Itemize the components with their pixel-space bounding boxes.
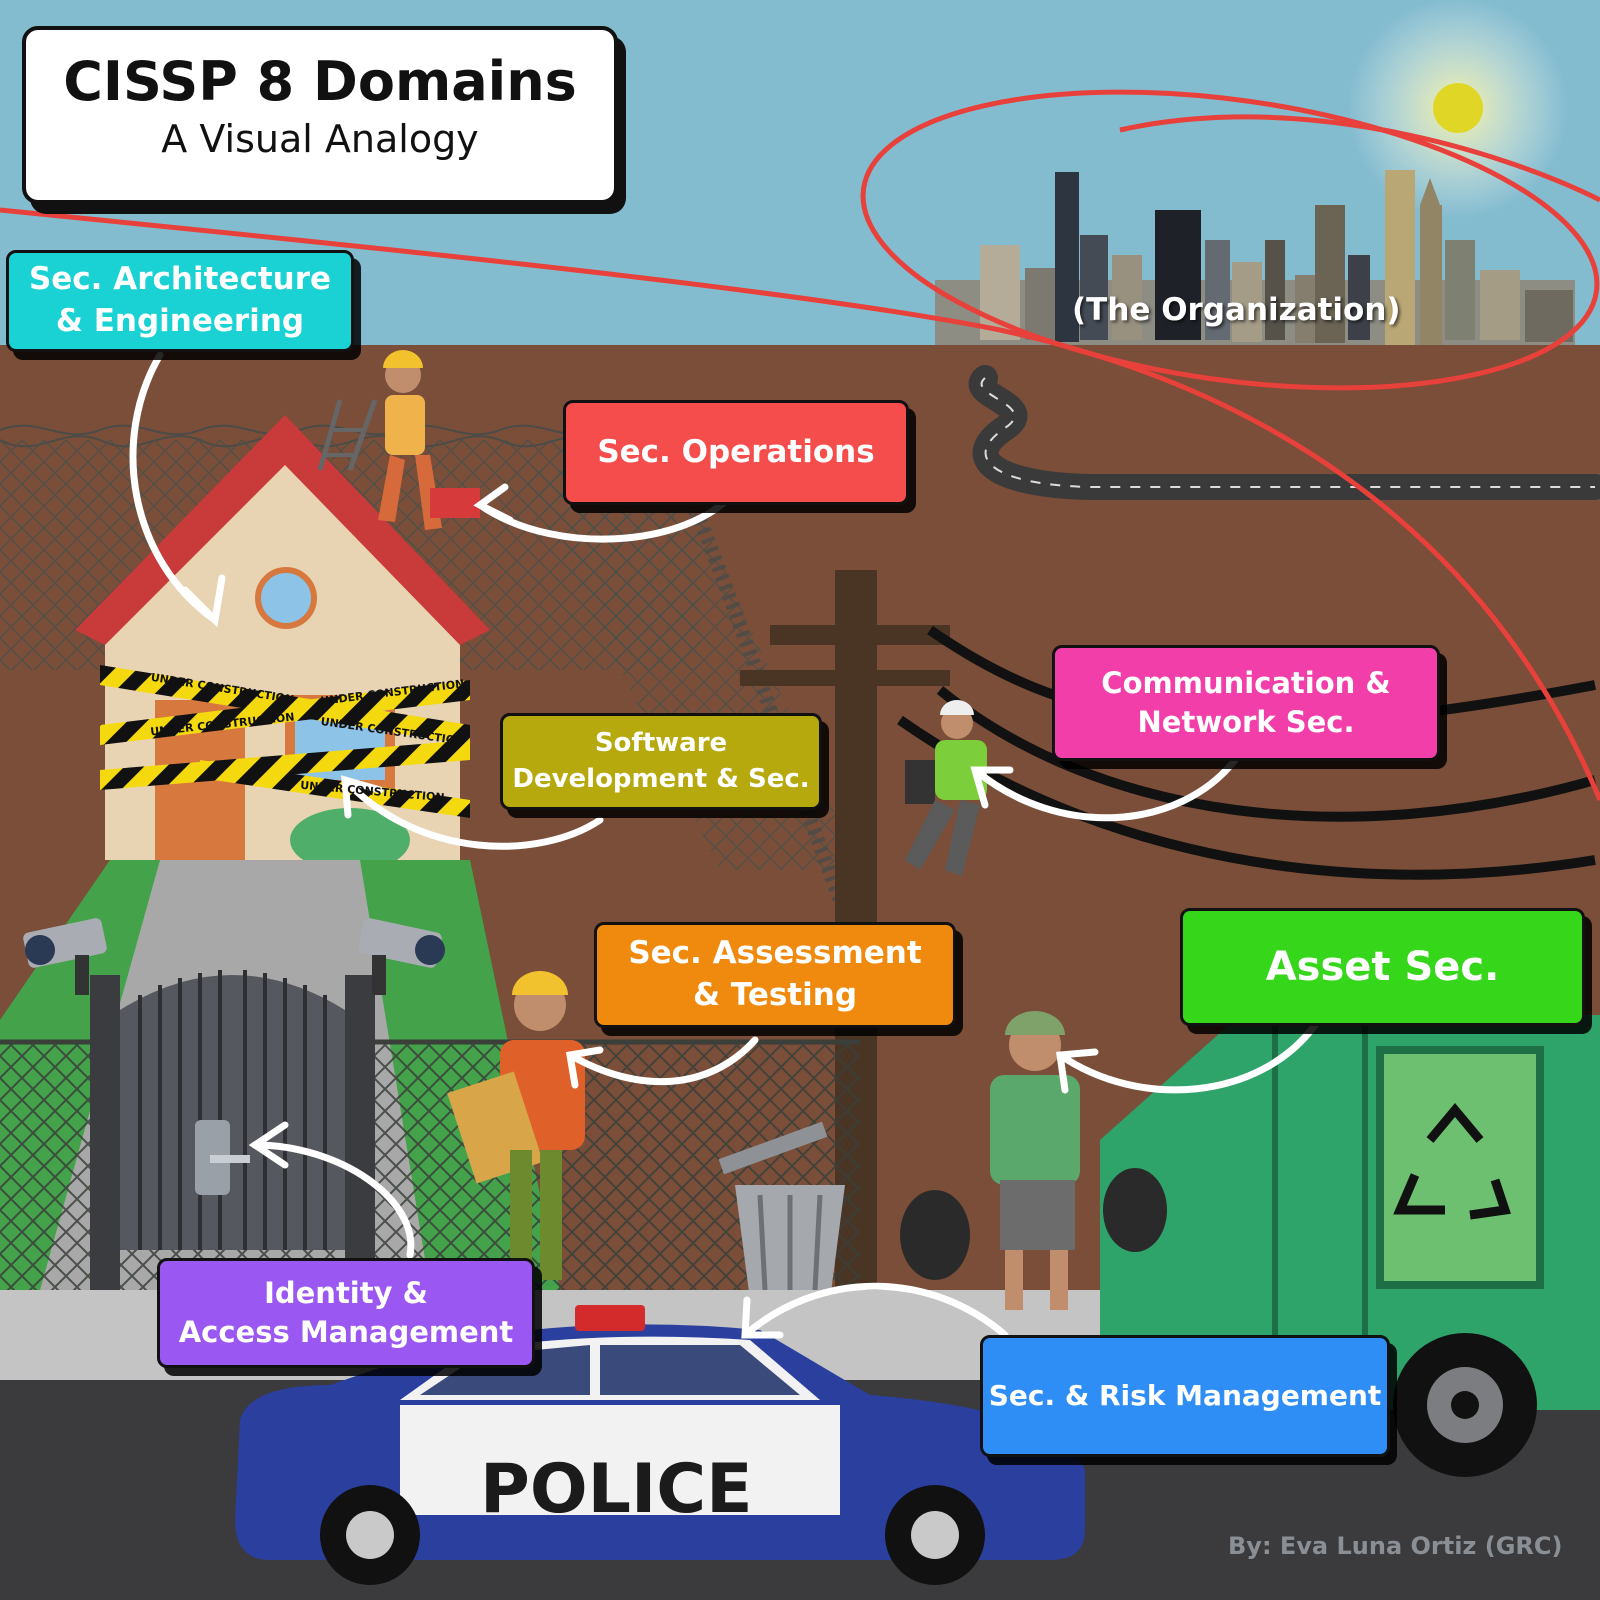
page-title: CISSP 8 Domains <box>63 50 577 113</box>
arrow-software <box>341 776 604 850</box>
lineworker <box>905 700 987 876</box>
construction-tape <box>100 665 470 818</box>
sun-icon <box>1433 83 1483 133</box>
domain-label-line: Development & Sec. <box>512 763 810 794</box>
security-camera <box>358 918 445 995</box>
police-text: POLICE <box>480 1450 753 1529</box>
organization-label: (The Organization) <box>1072 292 1401 328</box>
arrow-operations <box>476 481 744 543</box>
domain-label-line: Identity & <box>264 1275 428 1310</box>
domain-label-line: Software <box>594 728 728 759</box>
assessor-worker <box>447 971 585 1280</box>
gate <box>90 970 375 1295</box>
arrows <box>129 351 1319 1339</box>
page-subtitle: A Visual Analogy <box>161 117 479 161</box>
domain-asset-security: Asset Sec. <box>1180 908 1585 1026</box>
domain-sec-architecture-engineering: Sec. Architecture & Engineering <box>6 250 354 352</box>
arrow-asset <box>1056 1021 1319 1094</box>
garbage-truck <box>1100 1015 1600 1477</box>
arrow-risk <box>741 1282 1009 1339</box>
arrow-network <box>971 756 1239 822</box>
domain-sec-risk-management: Sec. & Risk Management <box>980 1335 1390 1457</box>
domain-identity-access-management: Identity & Access Management <box>157 1258 535 1368</box>
author-credit: By: Eva Luna Ortiz (GRC) <box>1228 1532 1563 1560</box>
domain-communication-network-security: Communication & Network Sec. <box>1052 645 1440 761</box>
domain-label-line: Network Sec. <box>1137 705 1355 739</box>
garbage-collector <box>900 1011 1167 1310</box>
title-box: CISSP 8 Domains A Visual Analogy <box>22 26 618 204</box>
domain-label-line: & Testing <box>692 977 858 1013</box>
domain-label-line: Sec. Operations <box>597 433 875 470</box>
domain-label-line: Asset Sec. <box>1265 944 1500 990</box>
roof-worker <box>317 350 480 530</box>
city-skyline <box>935 170 1575 345</box>
domain-label-line: Communication & <box>1101 665 1391 700</box>
domain-sec-operations: Sec. Operations <box>563 400 909 505</box>
domain-sec-assessment-testing: Sec. Assessment & Testing <box>594 922 956 1028</box>
recycle-icon <box>1393 1102 1511 1220</box>
domain-label-line: Sec. & Risk Management <box>988 1379 1382 1413</box>
security-camera <box>23 918 107 995</box>
police-car <box>235 1305 1085 1585</box>
arrow-assessment <box>566 1036 759 1086</box>
domain-label-line: & Engineering <box>55 303 305 339</box>
organization-boundary <box>0 89 1600 801</box>
arrow-identity <box>251 1141 415 1259</box>
trash-can <box>718 1121 845 1300</box>
domain-label-line: Sec. Assessment <box>628 935 922 972</box>
domain-label-line: Access Management <box>178 1315 514 1349</box>
domain-label-line: Sec. Architecture <box>28 261 332 298</box>
